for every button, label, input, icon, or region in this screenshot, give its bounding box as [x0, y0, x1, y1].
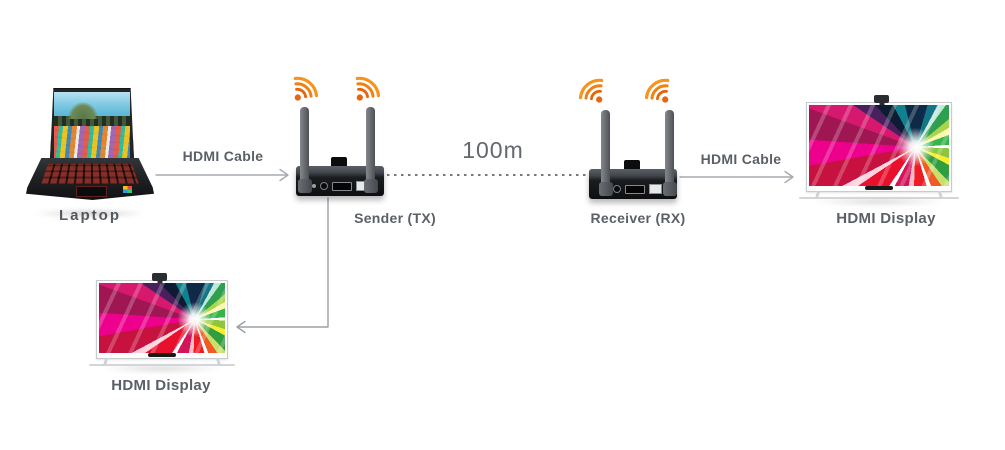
- usb-port: [648, 184, 662, 194]
- laptop-keyboard: [41, 164, 139, 184]
- receiver-rear-port: [624, 160, 640, 171]
- dc-jack-port: [319, 182, 328, 190]
- tv-base-bar: [799, 197, 959, 199]
- power-led: [311, 184, 316, 188]
- laptop-keyboard-deck: [26, 158, 154, 200]
- receiver-antenna-right: [662, 110, 677, 196]
- sender-label: Sender (TX): [354, 210, 436, 226]
- tv-shadow: [808, 197, 950, 206]
- hdmi-cable-right-label: HDMI Cable: [700, 151, 782, 167]
- wifi-signal-icon: [578, 78, 604, 103]
- hdmi-display-main: [799, 95, 959, 206]
- hdmi-display-main-label: HDMI Display: [836, 210, 936, 227]
- sender-rear-port: [331, 157, 347, 168]
- hdmi-display-secondary: [89, 273, 235, 373]
- laptop-logo-sticker: [123, 186, 133, 194]
- hdmi-display-secondary-label: HDMI Display: [111, 377, 211, 394]
- laptop-shadow: [32, 209, 148, 218]
- tv-screen-art: [99, 283, 225, 353]
- tv-frame: [96, 280, 228, 359]
- laptop-screen: [50, 88, 134, 160]
- laptop-wallpaper-trees: [54, 116, 130, 127]
- tv-speaker-bar: [865, 186, 893, 190]
- hdmi-port: [624, 184, 645, 194]
- laptop-trackpad: [75, 186, 108, 197]
- hdmi-cable-left-label: HDMI Cable: [182, 148, 264, 164]
- hdmi-cable-arrow-right: [679, 170, 794, 184]
- sender-antenna-left: [297, 107, 312, 193]
- sender-antenna-right: [363, 107, 378, 193]
- tv-frame: [806, 102, 952, 192]
- laptop-label: Laptop: [38, 207, 142, 224]
- distance-label: 100m: [462, 137, 524, 163]
- wifi-signal-icon: [644, 78, 670, 103]
- laptop-wallpaper-sky: [54, 92, 130, 120]
- laptop-wallpaper: [54, 92, 130, 159]
- hdmi-cable-arrow-left: [155, 168, 289, 182]
- hdmi-port: [331, 181, 352, 191]
- tv-shadow: [98, 364, 226, 373]
- laptop-graphic: [26, 84, 154, 218]
- dc-jack-port: [612, 185, 621, 193]
- tv-camera: [152, 273, 167, 281]
- tv-screen-art: [809, 105, 949, 186]
- tv-base-bar: [89, 364, 235, 366]
- laptop-wallpaper-beach: [54, 126, 130, 159]
- sender-to-display-connector: [236, 197, 329, 334]
- receiver-front-ports: [589, 184, 677, 194]
- wifi-signal-icon: [355, 76, 381, 101]
- receiver-label: Receiver (RX): [590, 210, 686, 226]
- receiver-antenna-left: [598, 110, 613, 196]
- wifi-signal-icon: [293, 76, 319, 101]
- tv-camera: [874, 95, 889, 103]
- tv-speaker-bar: [148, 353, 176, 357]
